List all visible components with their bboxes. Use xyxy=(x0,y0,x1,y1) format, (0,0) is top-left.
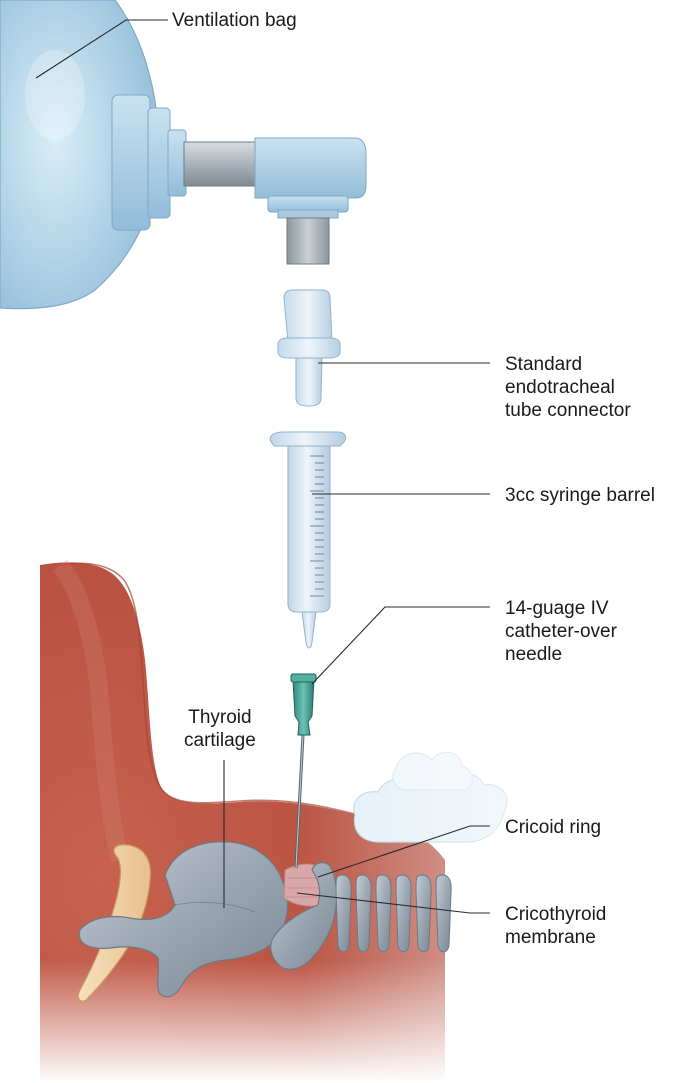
label-line: Standard xyxy=(505,354,583,375)
thyroid-cartilage xyxy=(78,841,289,998)
label-line: tube connector xyxy=(505,400,631,421)
label-line: needle xyxy=(505,644,563,665)
label-cricoid-ring: Cricoid ring xyxy=(505,817,602,838)
label-line: Cricothyroid xyxy=(505,904,607,925)
label-line: membrane xyxy=(505,927,596,948)
label-line: catheter-over xyxy=(505,621,617,642)
label-line: cartilage xyxy=(184,730,256,751)
tissue-fade-bottom xyxy=(0,960,685,1083)
leader-cricoid-ring xyxy=(317,825,490,878)
iv-catheter-needle xyxy=(290,673,317,869)
label-line: endotracheal xyxy=(505,377,615,398)
bag-valve-fitting xyxy=(111,94,187,231)
leader-iv-catheter xyxy=(311,606,490,685)
leader-ventilation-bag xyxy=(35,19,168,79)
label-line: 14-guage IV xyxy=(505,598,609,619)
label-iv-catheter: 14-guage IV catheter-over needle xyxy=(505,597,617,666)
tracheal-ring xyxy=(375,874,392,953)
elbow-connector xyxy=(254,137,367,265)
label-syringe-barrel: 3cc syringe barrel xyxy=(505,485,655,506)
tracheal-ring xyxy=(355,874,372,953)
label-line: Thyroid xyxy=(188,707,252,728)
tracheal-ring xyxy=(435,874,452,953)
metal-valve-stem xyxy=(183,141,259,187)
tracheal-ring xyxy=(335,874,352,953)
tracheal-rings xyxy=(335,874,452,953)
et-tube-connector xyxy=(277,289,341,407)
label-thyroid-cartilage: Thyroid cartilage xyxy=(184,706,256,752)
leader-lines xyxy=(35,19,490,914)
label-cricothyroid-membrane: Cricothyroid membrane xyxy=(505,903,606,949)
label-ventilation-bag: Ventilation bag xyxy=(172,10,297,31)
ventilation-bag xyxy=(0,0,159,310)
leader-cricothyroid-membrane xyxy=(296,892,490,914)
label-et-tube-connector: Standard endotracheal tube connector xyxy=(505,353,631,422)
tracheal-ring xyxy=(395,874,412,953)
tracheal-ring xyxy=(415,874,432,953)
